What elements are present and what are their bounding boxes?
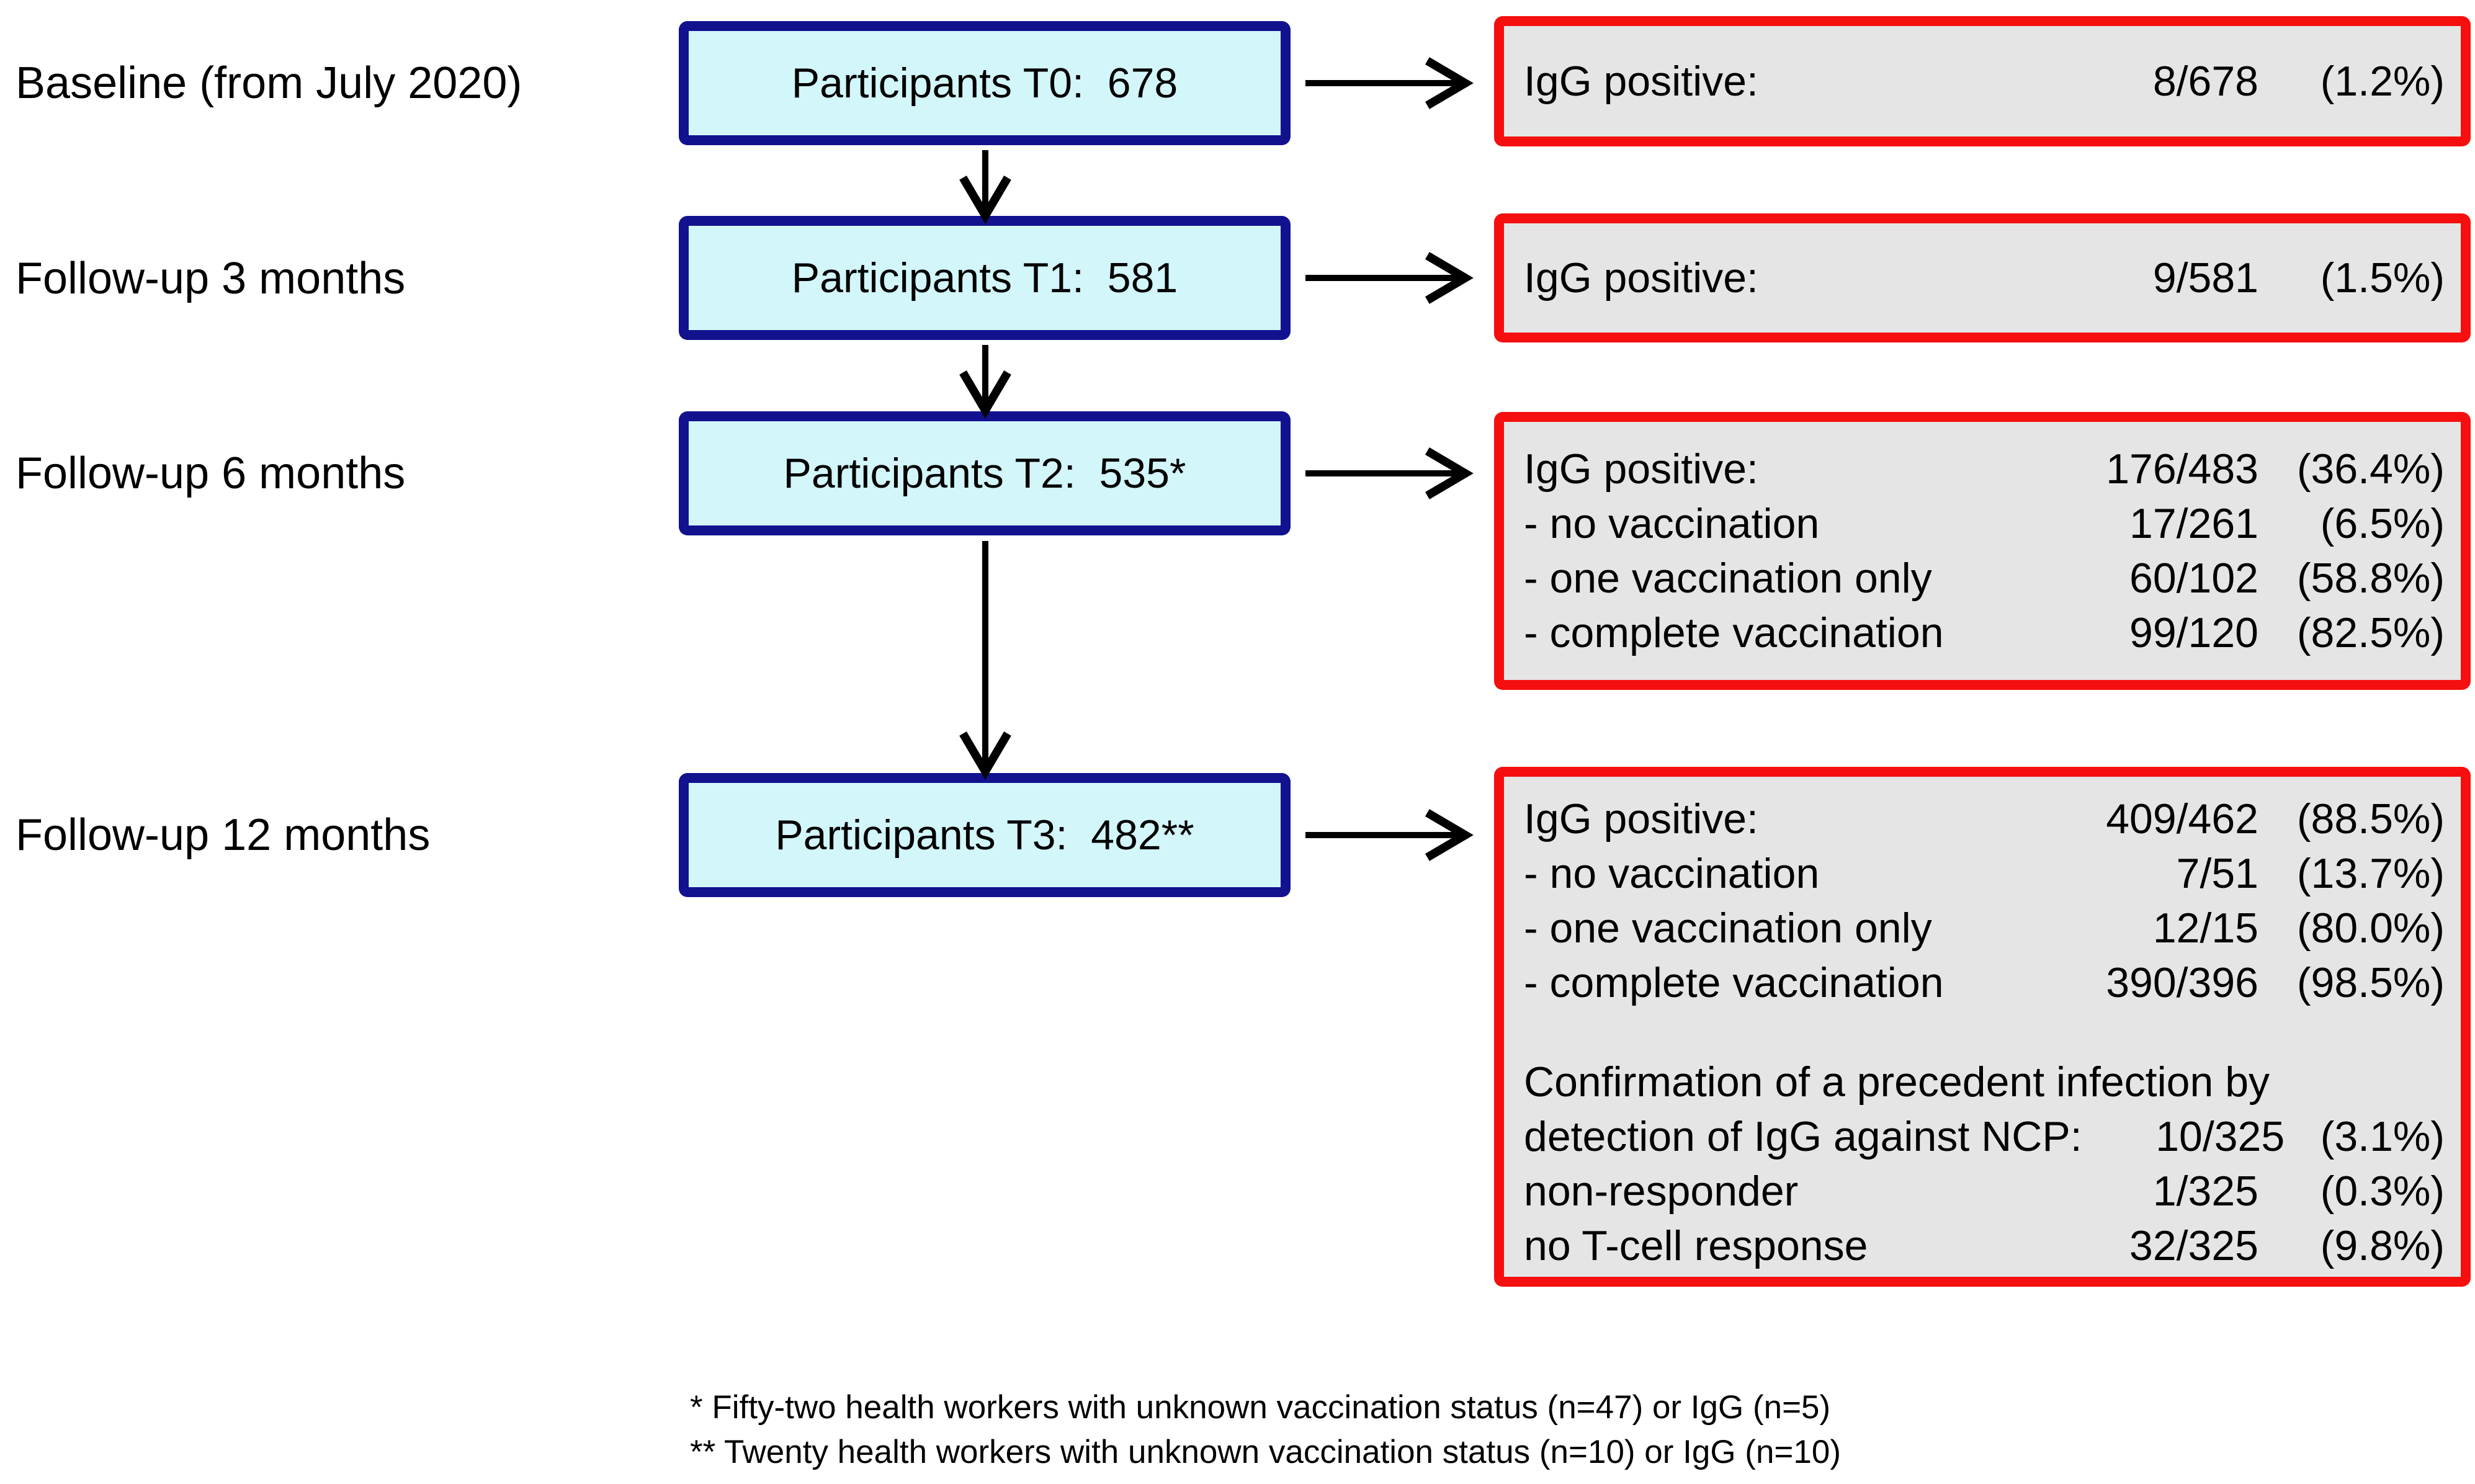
result-label: IgG positive:	[1524, 445, 1758, 493]
result-label: - complete vaccination	[1524, 609, 1944, 656]
footnote-asterisk: * Fifty-two health workers with unknown …	[690, 1389, 1831, 1426]
participants-box-t3-label: Participants T3: 482**	[775, 811, 1194, 859]
result-fraction: 12/15	[2152, 905, 2258, 952]
result-label: - no vaccination	[1524, 850, 1820, 897]
participants-box-t1: Participants T1: 581	[679, 216, 1291, 340]
result-percent: (1.5%)	[2320, 254, 2445, 302]
participants-box-t3: Participants T3: 482**	[679, 773, 1291, 897]
blank-spacer	[1524, 1010, 2445, 1055]
result-row: non-responder 1/325 (0.3%)	[1524, 1164, 2445, 1218]
result-fraction: 10/325	[2155, 1113, 2285, 1160]
result-row: detection of IgG against NCP: 10/325 (3.…	[1524, 1109, 2445, 1164]
result-percent: (3.1%)	[2320, 1113, 2445, 1160]
participants-box-t2-label: Participants T2: 535*	[783, 450, 1186, 497]
result-percent: (98.5%)	[2296, 959, 2445, 1006]
result-label: - one vaccination only	[1524, 905, 1932, 952]
result-label: non-responder	[1524, 1168, 1799, 1215]
participants-box-t2: Participants T2: 535*	[679, 411, 1291, 535]
result-percent: (82.5%)	[2296, 609, 2445, 656]
result-label: IgG positive:	[1524, 254, 1758, 302]
result-fraction: 390/396	[2106, 959, 2258, 1006]
participants-box-t0-label: Participants T0: 678	[791, 60, 1178, 107]
result-label: no T-cell response	[1524, 1222, 1868, 1269]
result-label: IgG positive:	[1524, 58, 1758, 105]
result-fraction: 1/325	[2152, 1168, 2258, 1215]
result-percent: (58.8%)	[2296, 555, 2445, 602]
participants-box-t0: Participants T0: 678	[679, 21, 1291, 145]
result-row: - no vaccination 7/51 (13.7%)	[1524, 846, 2445, 901]
result-fraction: 17/261	[2129, 500, 2258, 547]
result-row: IgG positive: 409/462 (88.5%)	[1524, 792, 2445, 846]
result-label: IgG positive:	[1524, 795, 1758, 843]
results-box-t1: IgG positive: 9/581 (1.5%)	[1494, 213, 2471, 342]
timeline-label-followup-6-months: Follow-up 6 months	[16, 449, 406, 498]
timeline-label-followup-12-months: Follow-up 12 months	[16, 810, 431, 860]
footnote-double-asterisk: ** Twenty health workers with unknown va…	[690, 1434, 1841, 1470]
result-fraction: 99/120	[2129, 609, 2258, 656]
results-box-t2: IgG positive: 176/483 (36.4%) - no vacci…	[1494, 412, 2471, 690]
result-fraction: 8/678	[2152, 58, 2258, 105]
result-percent: (36.4%)	[2296, 445, 2445, 493]
result-fraction: 7/51	[2176, 850, 2258, 897]
result-fraction: 32/325	[2129, 1222, 2258, 1269]
result-percent: (13.7%)	[2296, 850, 2445, 897]
result-fraction: 60/102	[2129, 555, 2258, 602]
result-row: IgG positive: 8/678 (1.2%)	[1524, 54, 2445, 109]
participants-box-t1-label: Participants T1: 581	[791, 254, 1178, 302]
confirmation-intro-line: Confirmation of a precedent infection by	[1524, 1058, 2270, 1106]
result-percent: (0.3%)	[2320, 1168, 2445, 1215]
result-row: - one vaccination only 60/102 (58.8%)	[1524, 551, 2445, 606]
result-row: - complete vaccination 99/120 (82.5%)	[1524, 606, 2445, 660]
result-row: - one vaccination only 12/15 (80.0%)	[1524, 901, 2445, 955]
result-row: no T-cell response 32/325 (9.8%)	[1524, 1218, 2445, 1273]
timeline-label-baseline: Baseline (from July 2020)	[16, 58, 522, 108]
result-percent: (1.2%)	[2320, 58, 2445, 105]
result-label: - complete vaccination	[1524, 959, 1944, 1006]
result-row: IgG positive: 176/483 (36.4%)	[1524, 442, 2445, 496]
result-label: - no vaccination	[1524, 500, 1820, 547]
results-box-t3: IgG positive: 409/462 (88.5%) - no vacci…	[1494, 767, 2471, 1287]
result-label: - one vaccination only	[1524, 555, 1932, 602]
result-row: - complete vaccination 390/396 (98.5%)	[1524, 955, 2445, 1010]
result-fraction: 9/581	[2152, 254, 2258, 302]
result-fraction: 176/483	[2106, 445, 2258, 493]
result-percent: (88.5%)	[2296, 795, 2445, 843]
result-label: detection of IgG against NCP:	[1524, 1113, 2082, 1160]
result-fraction: 409/462	[2106, 795, 2258, 843]
results-box-t0: IgG positive: 8/678 (1.2%)	[1494, 16, 2471, 146]
timeline-label-followup-3-months: Follow-up 3 months	[16, 254, 406, 303]
result-percent: (80.0%)	[2296, 905, 2445, 952]
result-percent: (6.5%)	[2320, 500, 2445, 547]
result-row: - no vaccination 17/261 (6.5%)	[1524, 496, 2445, 551]
result-row: IgG positive: 9/581 (1.5%)	[1524, 251, 2445, 305]
result-percent: (9.8%)	[2320, 1222, 2445, 1269]
